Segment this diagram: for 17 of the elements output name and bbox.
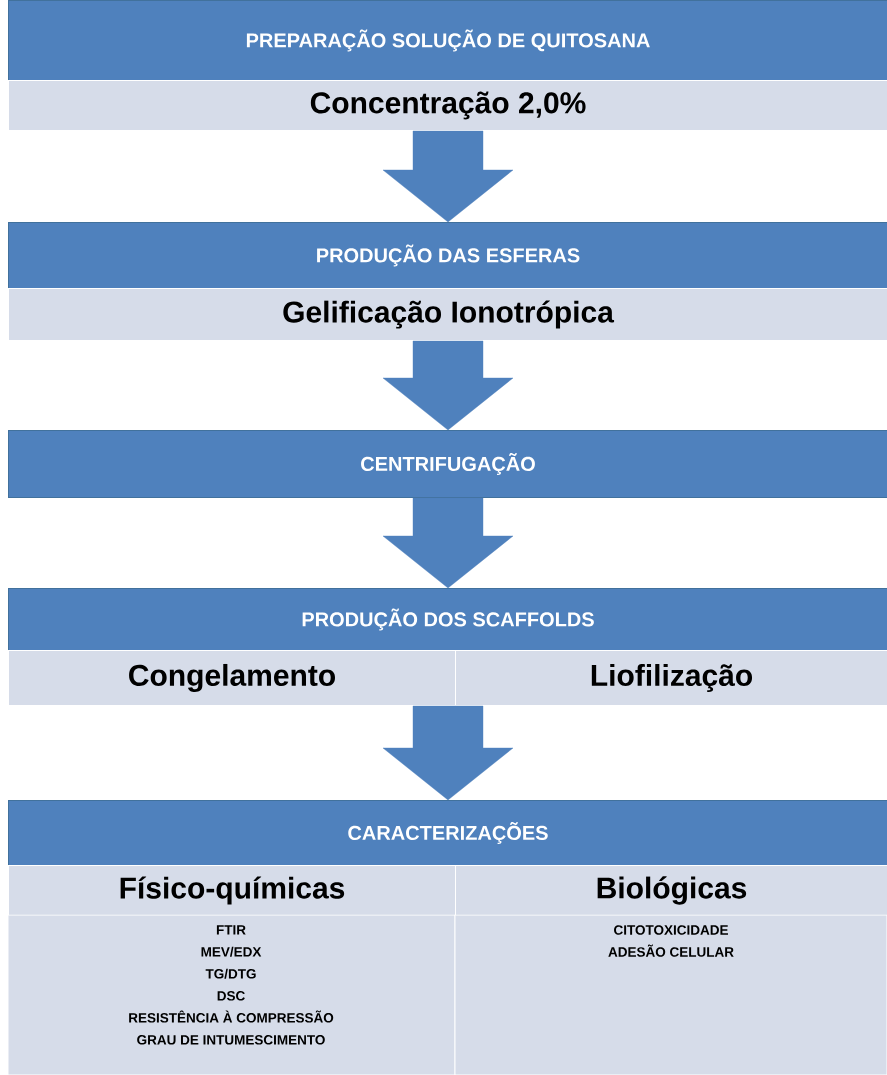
- header-band: CARACTERIZAÇÕES: [8, 800, 887, 866]
- header-band: PREPARAÇÃO SOLUÇÃO DE QUITOSANA: [8, 0, 887, 81]
- header-band: CENTRIFUGAÇÃO: [8, 430, 887, 498]
- text-band: Congelamento: [8, 650, 456, 706]
- text-band: Gelificação Ionotrópica: [8, 288, 887, 341]
- text-band: Biológicas: [455, 865, 887, 916]
- header-band: PRODUÇÃO DOS SCAFFOLDS: [8, 588, 887, 651]
- text-band: Físico-químicas: [8, 865, 456, 916]
- block-arrow: [382, 340, 514, 431]
- node-label: Biológicas: [597, 876, 747, 905]
- block-arrow: [382, 705, 514, 801]
- text-band: Concentração 2,0%: [8, 80, 887, 131]
- text-band: Liofilização: [455, 650, 887, 706]
- header-band: PRODUÇÃO DAS ESFERAS: [8, 222, 887, 289]
- block-arrow: [382, 497, 514, 589]
- block-arrow: [382, 130, 514, 223]
- node-label: Liofilização: [591, 664, 753, 692]
